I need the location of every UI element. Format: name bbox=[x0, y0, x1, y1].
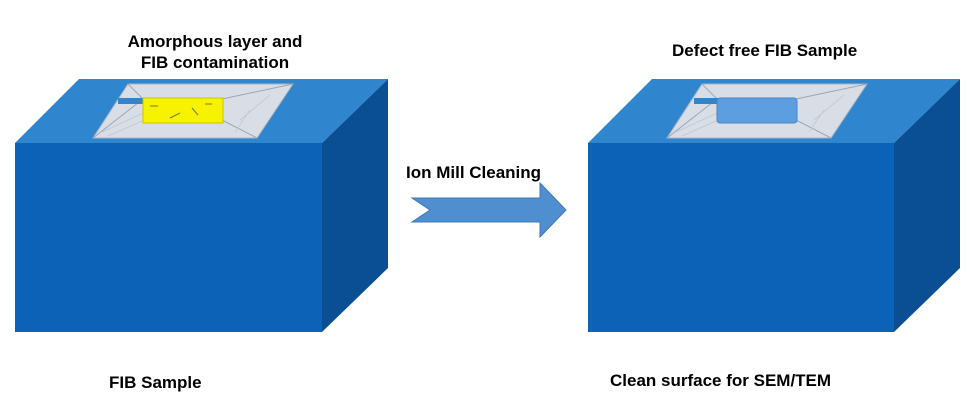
left-lift-out-bridge bbox=[118, 98, 148, 104]
right-lift-out-bridge bbox=[694, 98, 724, 104]
right-fib-sample-block bbox=[588, 79, 960, 332]
middle-process-label: Ion Mill Cleaning bbox=[406, 163, 542, 182]
right-bottom-label: Clean surface for SEM/TEM bbox=[610, 371, 832, 390]
left-top-label-line1: Amorphous layer and bbox=[127, 32, 303, 51]
contamination-layer bbox=[142, 97, 224, 124]
left-bottom-label: FIB Sample bbox=[109, 373, 202, 392]
process-arrow bbox=[410, 181, 567, 239]
left-top-label: Amorphous layer and FIB contamination bbox=[100, 31, 330, 73]
right-block-side-face bbox=[894, 79, 960, 332]
right-top-label: Defect free FIB Sample bbox=[672, 41, 858, 60]
left-block-side-face bbox=[322, 79, 388, 332]
left-top-label-line2: FIB contamination bbox=[140, 53, 290, 72]
right-block-front-face bbox=[588, 143, 894, 332]
left-block-front-face bbox=[15, 143, 322, 332]
contamination-marks bbox=[150, 103, 212, 119]
left-fib-sample-block bbox=[15, 79, 388, 332]
clean-lamella bbox=[716, 97, 798, 124]
